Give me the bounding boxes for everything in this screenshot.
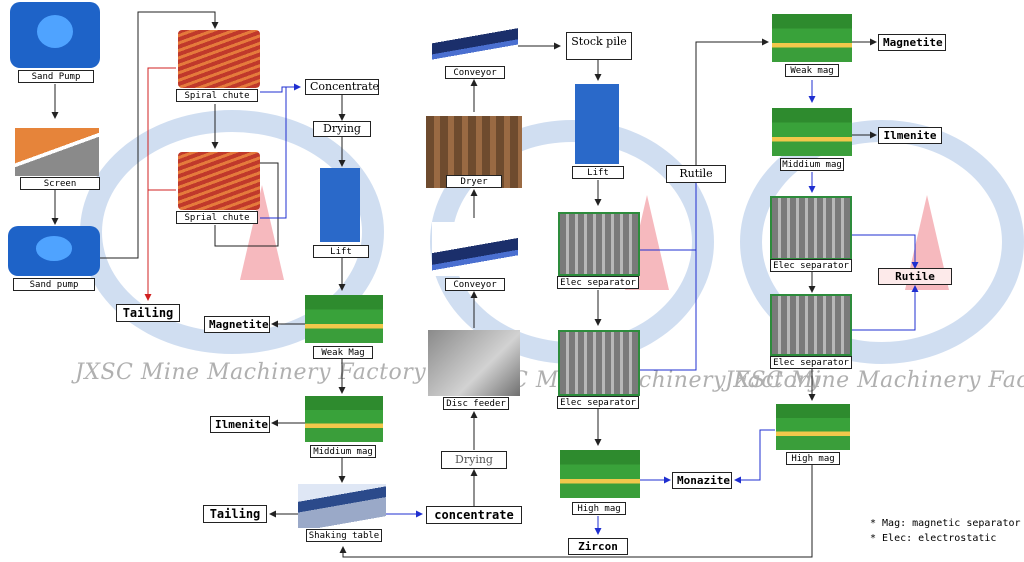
elec-separator-2-label: Elec separator (557, 396, 639, 409)
ilmenite-right-product: Ilmenite (878, 127, 942, 144)
stock-pile-box: Stock pile (566, 32, 632, 60)
disc-feeder-picture (428, 330, 520, 396)
monazite-product: Monazite (672, 472, 732, 489)
sand-pump-top-label: Sand Pump (18, 70, 94, 83)
spiral-chute-2-picture (178, 152, 260, 210)
high-mag-center-label: High mag (572, 502, 626, 515)
middium-mag-left-label: Middium mag (310, 445, 376, 458)
elec-separator-3-label: Elec separator (770, 259, 852, 272)
middium-mag-left-picture (305, 396, 383, 442)
elec-separator-1-picture (558, 212, 640, 276)
watermark-right: JXSC Mine Machinery Factory (725, 368, 1024, 393)
concentrate-bottom-box: concentrate (426, 506, 522, 524)
watermark-left: JXSC Mine Machinery Factory (75, 360, 427, 385)
conveyor-top-picture (432, 14, 518, 64)
conveyor-bottom-picture (432, 222, 518, 276)
sand-pump-top-picture (10, 2, 100, 68)
note-elec: * Elec: electrostatic (870, 533, 997, 544)
shaking-table-picture (298, 484, 386, 528)
elec-separator-4-label: Elec separator (770, 356, 852, 369)
weak-mag-left-label: Weak Mag (313, 346, 373, 359)
concentrate-top-box: Concentrate (305, 79, 379, 95)
ilmenite-left-product: Ilmenite (210, 416, 270, 433)
spiral-chute-1-picture (178, 30, 260, 88)
high-mag-right-label: High mag (786, 452, 840, 465)
high-mag-right-picture (776, 404, 850, 450)
drying-top-box: Drying (313, 121, 371, 137)
dryer-label: Dryer (446, 175, 502, 188)
conveyor-top-label: Conveyor (445, 66, 505, 79)
elec-separator-4-picture (770, 294, 852, 356)
screen-picture (15, 128, 99, 176)
lift-left-picture (320, 168, 360, 242)
sand-pump-bottom-label: Sand pump (13, 278, 95, 291)
note-mag: * Mag: magnetic separator (870, 518, 1021, 529)
middium-mag-right-label: Middium mag (780, 158, 844, 171)
sand-pump-bottom-picture (8, 226, 100, 276)
high-mag-center-picture (560, 450, 640, 498)
drying-bottom-box: Drying (441, 451, 507, 469)
weak-mag-right-label: Weak mag (785, 64, 839, 77)
disc-feeder-label: Disc feeder (443, 397, 509, 410)
elec-separator-1-label: Elec separator (557, 276, 639, 289)
screen-label: Screen (20, 177, 100, 190)
elec-separator-3-picture (770, 196, 852, 260)
lift-center-label: Lift (572, 166, 624, 179)
spiral-chute-2-label: Sprial chute (176, 211, 258, 224)
lift-center-picture (575, 84, 619, 164)
tailing-1-product: Tailing (116, 304, 180, 322)
magnetite-right-product: Magnetite (878, 34, 946, 51)
tailing-2-product: Tailing (203, 505, 267, 523)
weak-mag-right-picture (772, 14, 852, 62)
rutile-right-product: Rutile (878, 268, 952, 285)
conveyor-bottom-label: Conveyor (445, 278, 505, 291)
weak-mag-left-picture (305, 295, 383, 343)
magnetite-left-product: Magnetite (204, 316, 270, 333)
zircon-product: Zircon (568, 538, 628, 555)
elec-separator-2-picture (558, 330, 640, 396)
spiral-chute-1-label: Spiral chute (176, 89, 258, 102)
shaking-table-label: Shaking table (306, 529, 382, 542)
lift-left-label: Lift (313, 245, 369, 258)
rutile-mid-box: Rutile (666, 165, 726, 183)
watermark-center: JXSC Mine Machinery Factory (470, 368, 822, 393)
middium-mag-right-picture (772, 108, 852, 156)
